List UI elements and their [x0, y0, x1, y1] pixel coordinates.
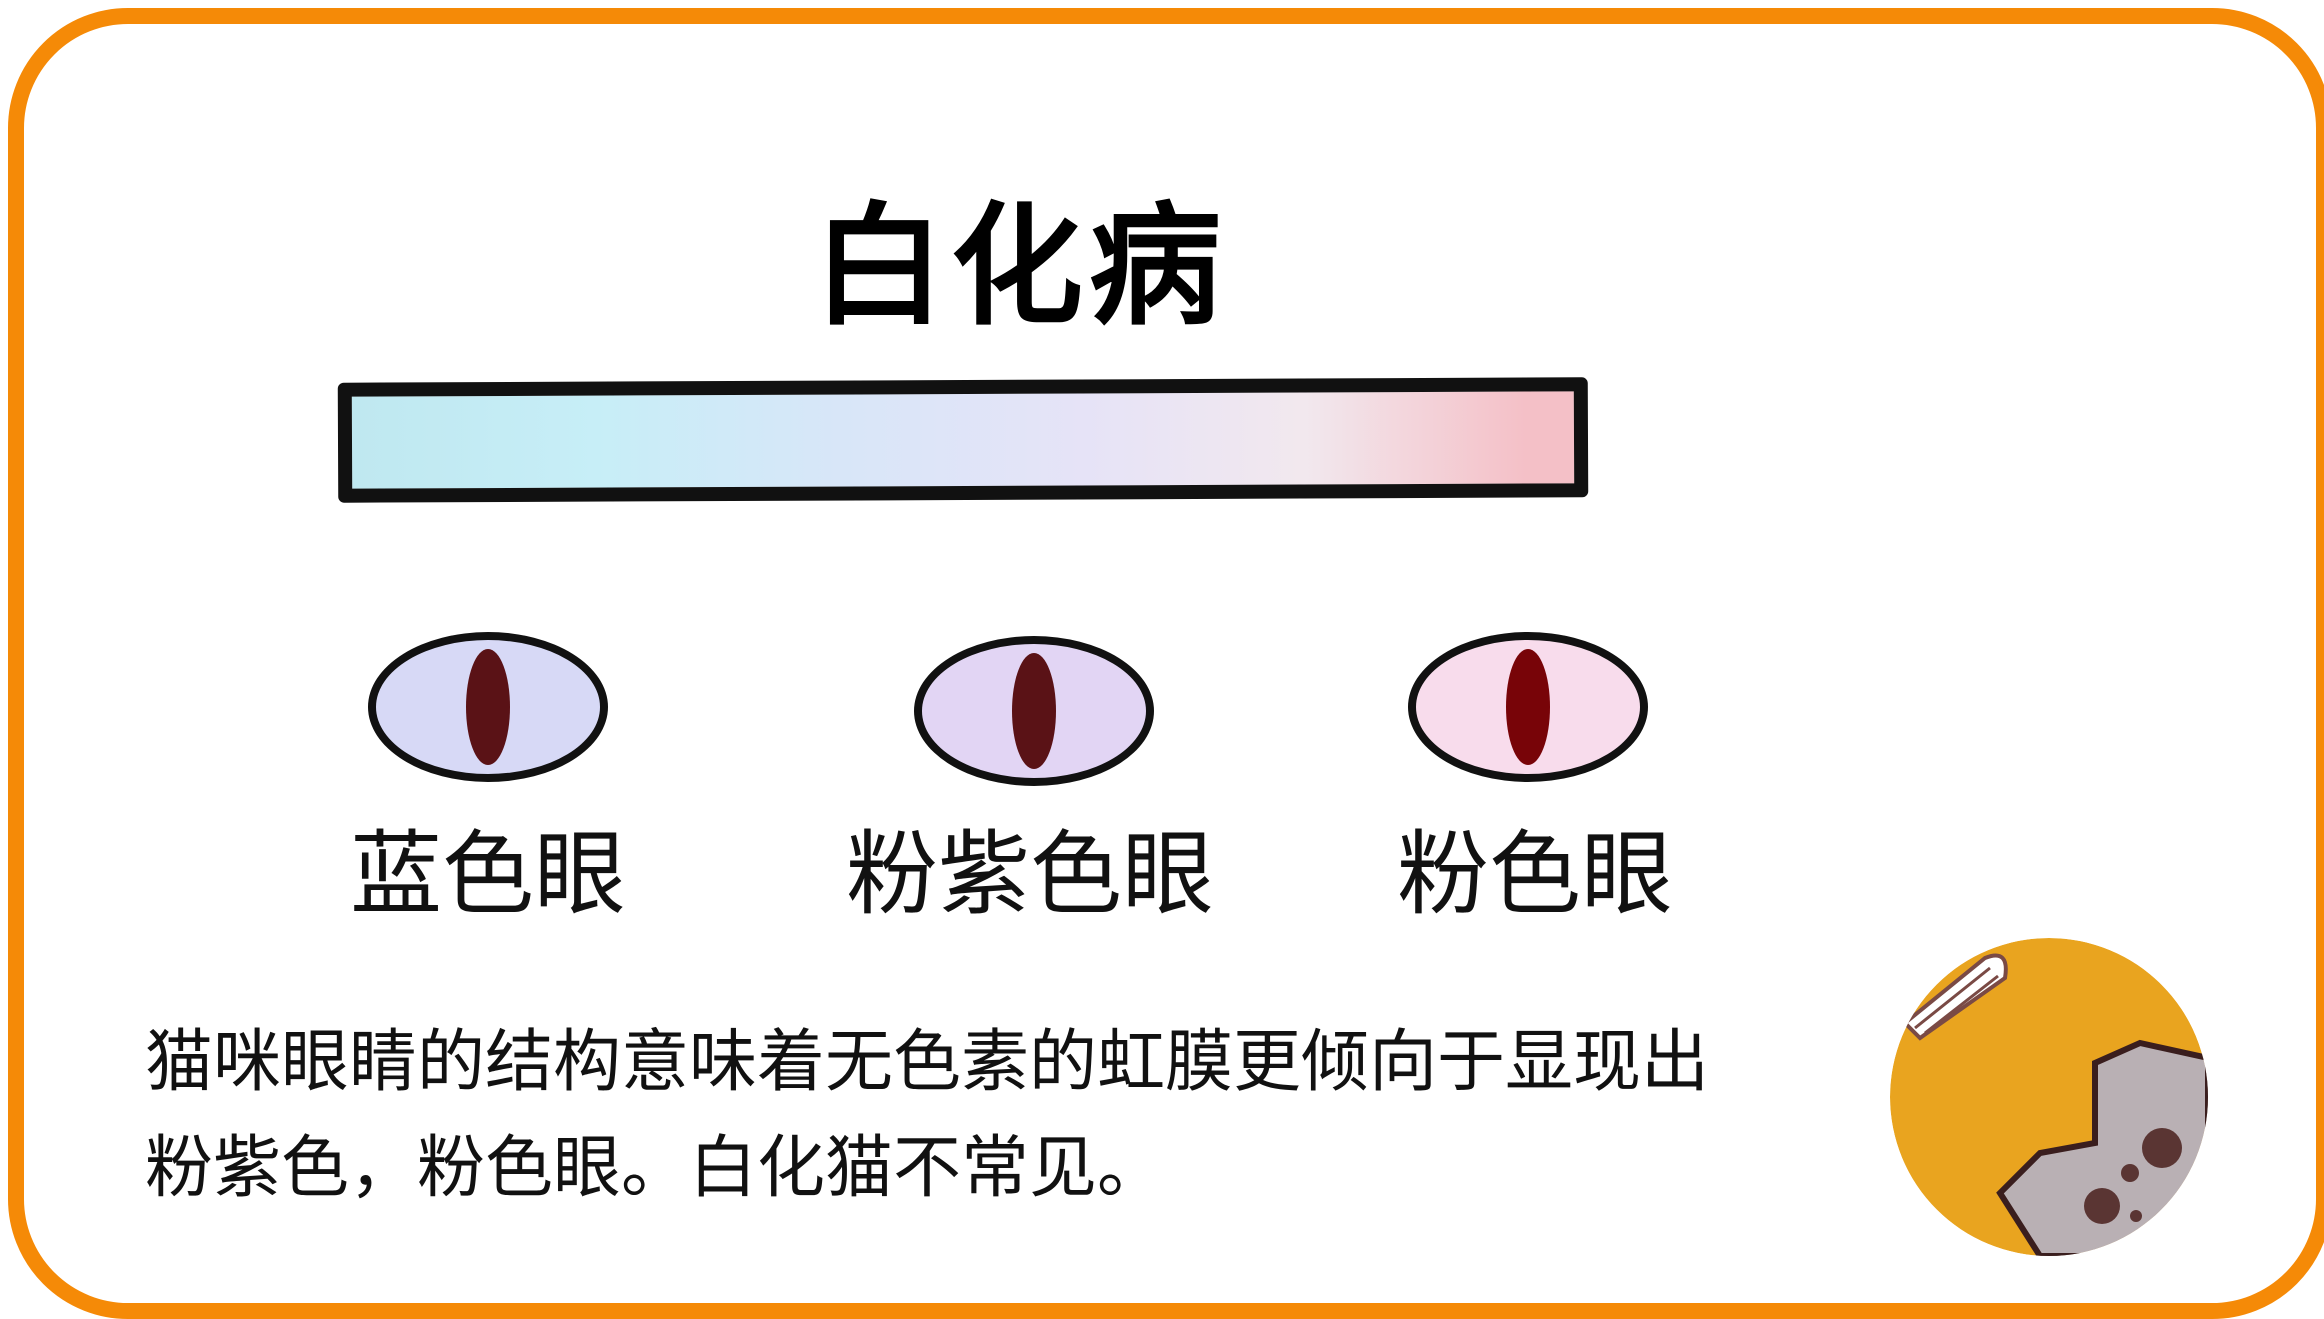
eye-label-pink: 粉色眼	[1396, 821, 1673, 928]
eye-pink	[1408, 632, 1648, 782]
pupil	[466, 649, 510, 765]
caption-line-1: 猫咪眼睛的结构意味着无色素的虹膜更倾向于显现出	[145, 1023, 1710, 1102]
eye-pink-purple	[914, 636, 1154, 786]
pupil	[1506, 649, 1550, 765]
eye-label-blue: 蓝色眼	[349, 821, 626, 928]
page-title: 白化病	[813, 190, 1227, 344]
eye-blue	[368, 632, 608, 782]
eye-color-gradient-bar	[337, 377, 1589, 503]
cat-badge-illustration	[1890, 938, 2208, 1256]
caption-line-2: 粉紫色，粉色眼。白化猫不常见。	[145, 1129, 1166, 1208]
eye-label-pink-purple: 粉紫色眼	[845, 821, 1214, 928]
cat-paw-icon	[1890, 938, 2208, 1256]
pupil	[1012, 653, 1056, 769]
caption: 猫咪眼睛的结构意味着无色素的虹膜更倾向于显现出 粉紫色，粉色眼。白化猫不常见。	[145, 1010, 1845, 1222]
